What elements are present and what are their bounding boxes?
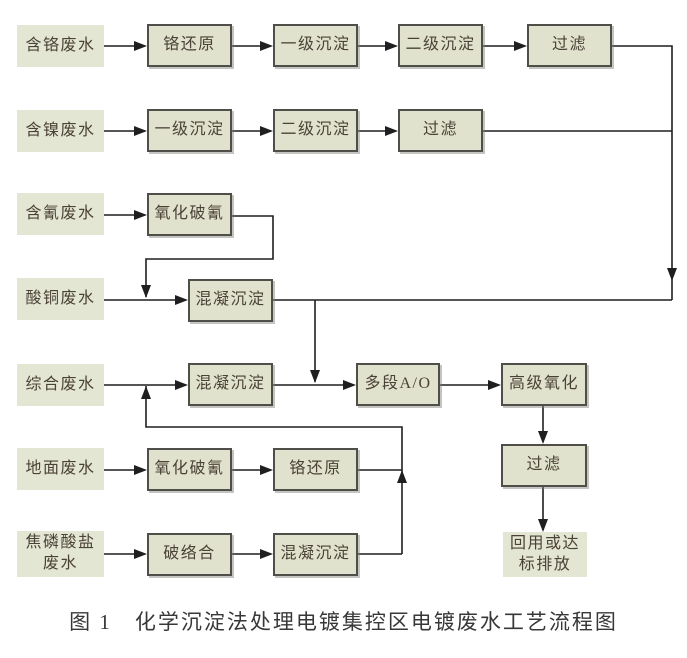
flow-node-src-acid-copper: 酸铜废水 bbox=[17, 278, 104, 320]
flow-node-src-comprehensive: 综合废水 bbox=[17, 364, 104, 406]
flow-node-proc-coag-sed-3: 混凝沉淀 bbox=[273, 533, 358, 576]
flow-node-proc-secondary-sed-1: 二级沉淀 bbox=[398, 24, 483, 67]
flow-node-src-nickel: 含镍废水 bbox=[17, 110, 104, 152]
arrowhead-right-icon bbox=[260, 126, 273, 136]
flow-node-src-ground: 地面废水 bbox=[17, 448, 104, 490]
flow-node-end-reuse-discharge: 回用或达 标排放 bbox=[503, 532, 587, 577]
arrowhead-right-icon bbox=[260, 465, 273, 475]
arrowhead-right-icon bbox=[134, 465, 147, 475]
arrowhead-right-icon bbox=[134, 549, 147, 559]
arrowhead-right-icon bbox=[514, 41, 527, 51]
arrowhead-right-icon bbox=[260, 549, 273, 559]
flow-node-proc-primary-sed-1: 一级沉淀 bbox=[273, 24, 358, 67]
flow-node-proc-multi-ao: 多段A/O bbox=[356, 363, 440, 406]
flow-node-proc-coag-sed-2: 混凝沉淀 bbox=[188, 363, 273, 406]
arrowhead-right-icon bbox=[343, 380, 356, 390]
flow-node-proc-cyanide-oxid-1: 氧化破氰 bbox=[147, 193, 232, 236]
flow-node-proc-filter-2: 过滤 bbox=[398, 109, 483, 152]
flow-node-src-pyrophosphate: 焦磷酸盐 废水 bbox=[17, 531, 104, 577]
flow-node-proc-cr-reduction-1: 铬还原 bbox=[147, 24, 232, 67]
flow-connector bbox=[145, 215, 274, 297]
flow-node-proc-decomplex: 破络合 bbox=[147, 533, 232, 576]
arrowhead-up-icon bbox=[397, 470, 407, 483]
flow-node-proc-coag-sed-1: 混凝沉淀 bbox=[188, 279, 273, 322]
flow-node-proc-secondary-sed-2: 二级沉淀 bbox=[273, 109, 358, 152]
flow-node-proc-cyanide-oxid-2: 氧化破氰 bbox=[147, 448, 232, 491]
arrowhead-down-icon bbox=[538, 519, 548, 532]
flow-node-src-cyanide: 含氰废水 bbox=[17, 193, 104, 235]
arrowhead-down-icon bbox=[667, 268, 677, 281]
flow-node-proc-filter-1: 过滤 bbox=[527, 24, 612, 67]
flow-node-proc-filter-3: 过滤 bbox=[501, 444, 587, 487]
figure-caption: 图 1 化学沉淀法处理电镀集控区电镀废水工艺流程图 bbox=[69, 610, 618, 634]
arrowhead-right-icon bbox=[134, 41, 147, 51]
flow-node-proc-primary-sed-2: 一级沉淀 bbox=[147, 109, 232, 152]
flow-node-proc-cr-reduction-2: 铬还原 bbox=[273, 448, 358, 491]
arrowhead-right-icon bbox=[385, 126, 398, 136]
arrowhead-right-icon bbox=[134, 126, 147, 136]
arrowhead-right-icon bbox=[134, 210, 147, 220]
flow-connector bbox=[612, 45, 673, 300]
arrowhead-right-icon bbox=[385, 41, 398, 51]
arrowhead-right-icon bbox=[260, 41, 273, 51]
flow-node-src-chromium: 含铬废水 bbox=[17, 25, 104, 67]
arrowhead-down-icon bbox=[141, 285, 151, 298]
arrowhead-right-icon bbox=[175, 380, 188, 390]
arrowhead-down-icon bbox=[310, 370, 320, 383]
flow-node-proc-adv-oxidation: 高级氧化 bbox=[501, 363, 587, 406]
arrowhead-down-icon bbox=[538, 431, 548, 444]
arrowhead-right-icon bbox=[488, 380, 501, 390]
arrowhead-up-icon bbox=[141, 386, 151, 399]
flow-connector bbox=[145, 386, 403, 554]
arrowhead-right-icon bbox=[175, 295, 188, 305]
